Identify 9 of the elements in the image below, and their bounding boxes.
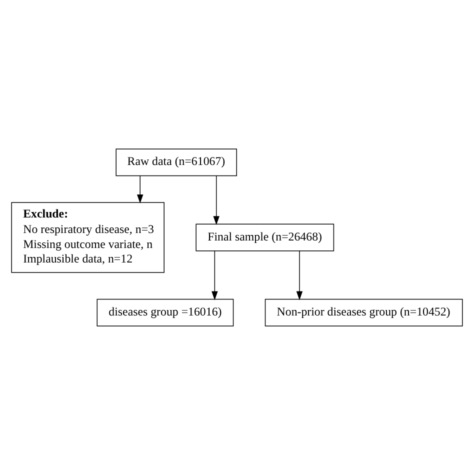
node-box: Final sample (n=26468) bbox=[196, 223, 334, 251]
node-box: Raw data (n=61067) bbox=[116, 148, 237, 176]
node-box: diseases group =16016) bbox=[96, 298, 234, 326]
arrow bbox=[212, 250, 218, 300]
arrow bbox=[136, 174, 144, 203]
arrow bbox=[296, 250, 303, 300]
node-box: Non-prior diseases group (n=10452) bbox=[264, 298, 463, 326]
arrow bbox=[213, 174, 220, 225]
node-box: Exclude: No respiratory disease, n=3 Missing outcome variate, n Implausible data, n=12 bbox=[11, 202, 164, 272]
